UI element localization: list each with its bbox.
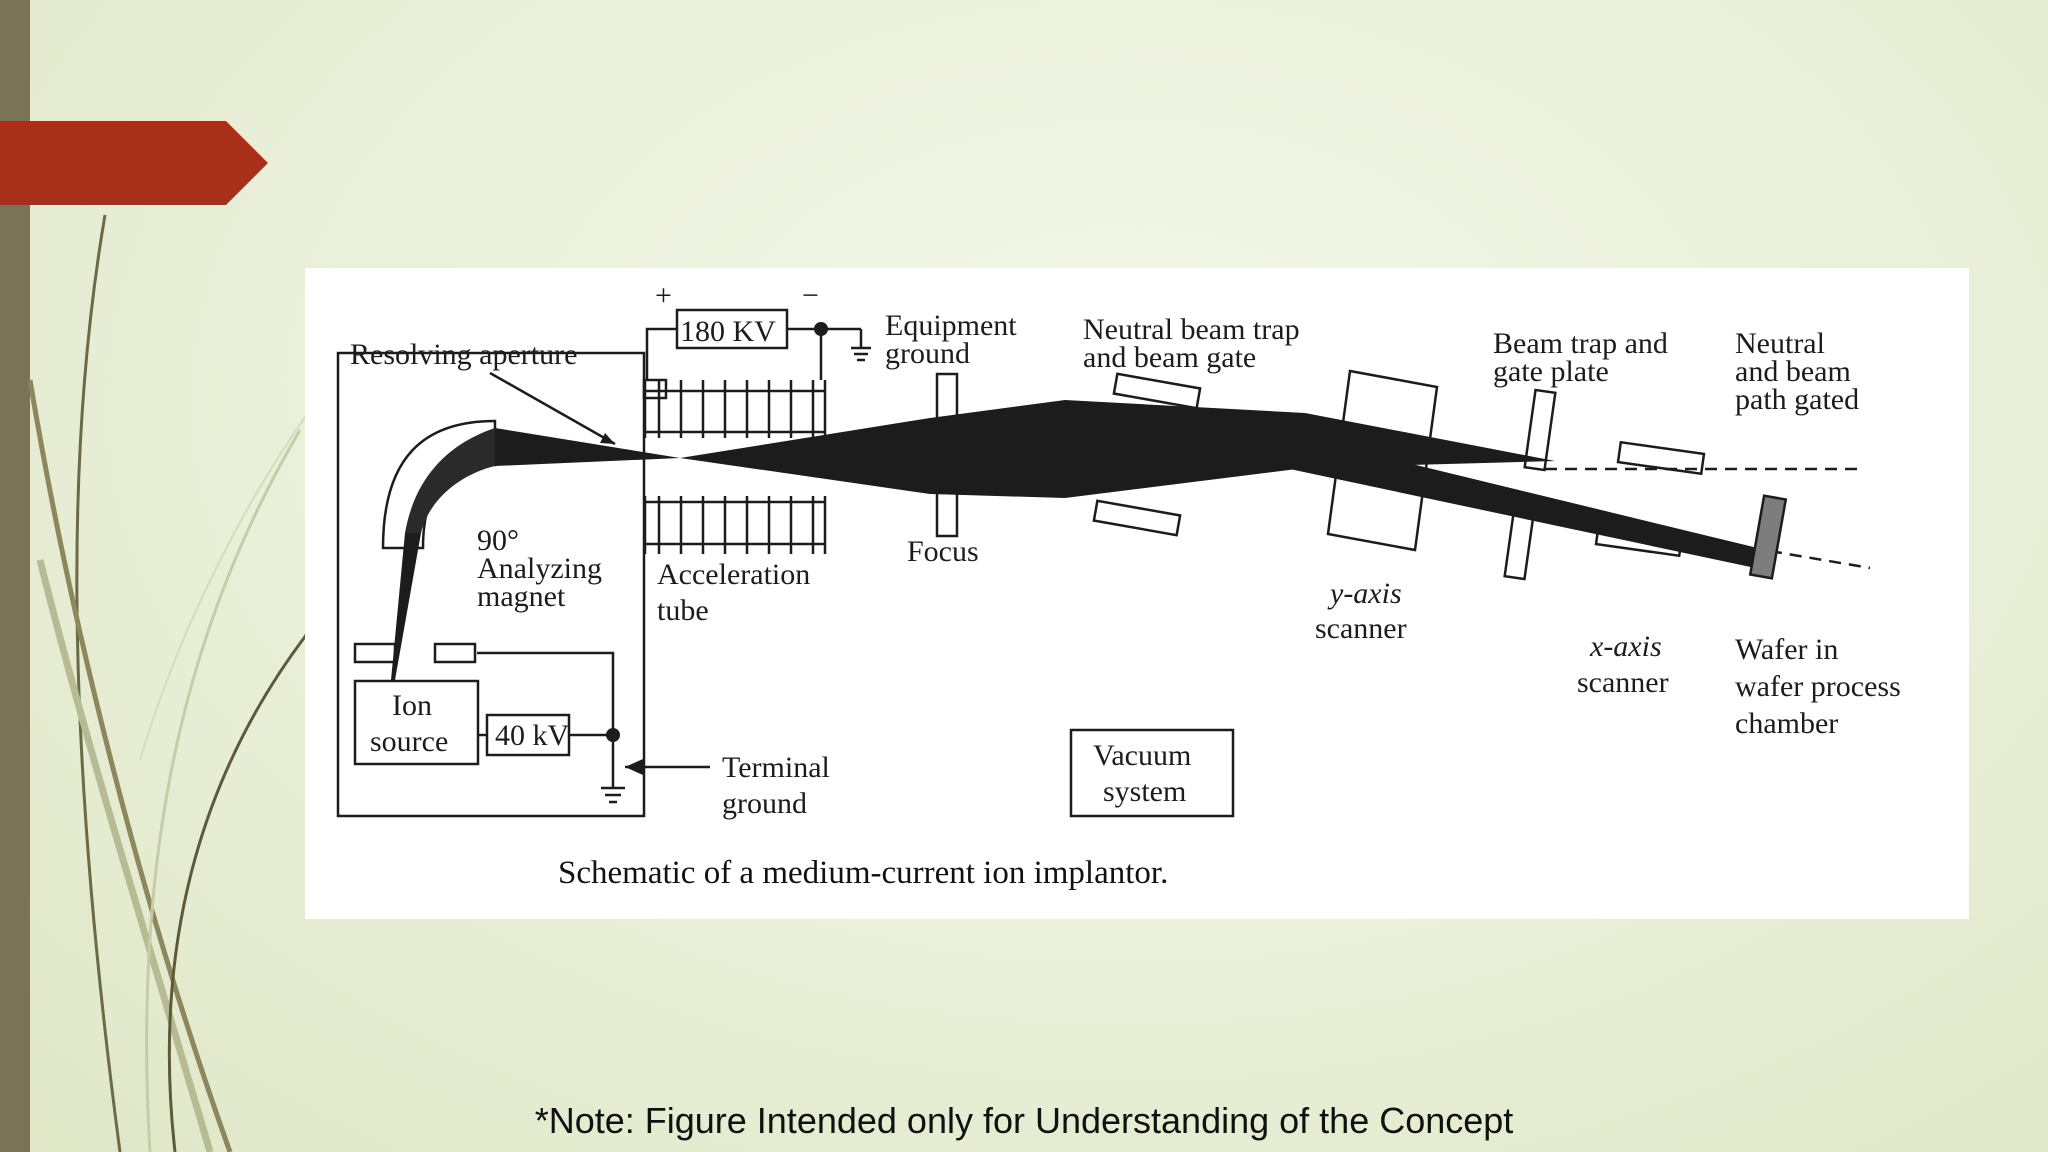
label-x-scanner-1: x-axis <box>1589 630 1662 663</box>
wafer <box>1748 494 1788 580</box>
footnote: *Note: Figure Intended only for Understa… <box>534 1100 1514 1141</box>
label-neutral-gated-2: and beam <box>1735 355 1851 388</box>
terminal-enclosure <box>336 351 646 818</box>
label-magnet-2: Analyzing <box>477 552 602 585</box>
label-beam-trap-1: Beam trap and <box>1493 327 1668 360</box>
ion-beam <box>391 400 1770 680</box>
label-terminal-ground-2: ground <box>722 787 807 820</box>
label-resolving-aperture: Resolving aperture <box>350 338 577 371</box>
acceleration-tube-top <box>643 380 827 438</box>
label-voltage-180: 180 KV <box>680 315 776 348</box>
decorative-swoosh <box>27 214 320 1152</box>
label-equipment-ground-1: Equipment <box>885 309 1017 342</box>
label-neutral-gated-1: Neutral <box>1735 327 1825 360</box>
label-accel-2: tube <box>657 594 709 627</box>
label-x-scanner-2: scanner <box>1577 666 1669 699</box>
figure-panel: + − 180 KV Resolving aperture Equipment … <box>305 268 1969 919</box>
label-minus: − <box>802 279 819 312</box>
acceleration-tube-bottom <box>643 496 827 554</box>
label-neutral-trap-1: Neutral beam trap <box>1083 313 1300 346</box>
label-beam-trap-2: gate plate <box>1493 355 1609 388</box>
label-neutral-gated-3: path gated <box>1735 383 1859 416</box>
vacuum-system-box <box>1069 728 1235 818</box>
label-plus: + <box>655 279 672 312</box>
label-vacuum-1: Vacuum <box>1093 739 1191 772</box>
ion-implantor-schematic: + − 180 KV Resolving aperture Equipment … <box>336 279 1901 891</box>
label-wafer-3: chamber <box>1735 707 1838 740</box>
label-ion-source-1: Ion <box>392 689 432 722</box>
label-terminal-ground-1: Terminal <box>722 751 830 784</box>
title-accent-tab <box>0 121 268 205</box>
y-axis-scanner-frame <box>1326 369 1439 552</box>
label-wafer-2: wafer process <box>1735 670 1901 703</box>
label-ion-source-2: source <box>370 725 448 758</box>
label-y-scanner-2: scanner <box>1315 612 1407 645</box>
figure-caption: Schematic of a medium-current ion implan… <box>558 855 1168 891</box>
label-neutral-trap-2: and beam gate <box>1083 341 1256 374</box>
label-magnet-1: 90° <box>477 524 519 557</box>
label-equipment-ground-2: ground <box>885 337 970 370</box>
label-vacuum-2: system <box>1103 775 1186 808</box>
label-focus: Focus <box>907 535 979 568</box>
label-accel-1: Acceleration <box>657 558 810 591</box>
ion-source-box <box>353 679 480 766</box>
label-magnet-3: magnet <box>477 580 566 613</box>
label-voltage-40: 40 kV <box>495 719 570 752</box>
label-y-scanner-1: y-axis <box>1327 577 1402 610</box>
label-wafer-1: Wafer in <box>1735 633 1838 666</box>
